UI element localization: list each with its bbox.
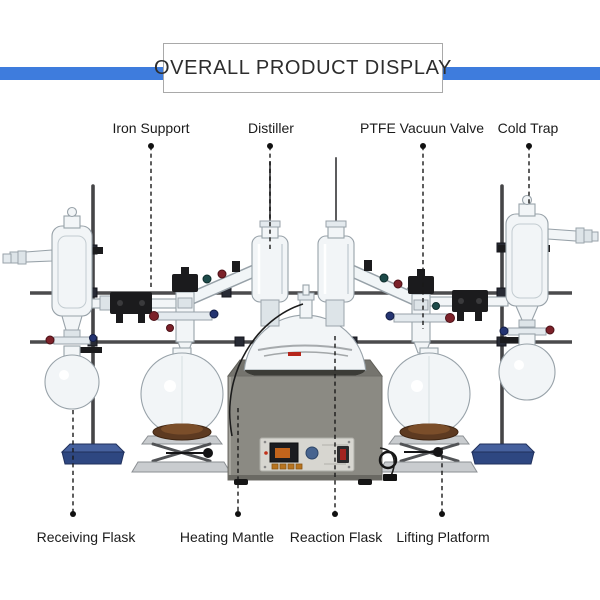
glass-tubing-left xyxy=(89,292,187,323)
heating-mantle xyxy=(227,314,398,485)
callout-dot-receiving-flask xyxy=(70,511,76,517)
panel-button xyxy=(287,463,295,470)
flask-volume-mark xyxy=(288,352,301,356)
callout-label-heating-mantle: Heating Mantle xyxy=(179,529,275,545)
callout-dot-distiller xyxy=(267,143,273,149)
lifting-platform-left xyxy=(131,435,231,473)
control-knob xyxy=(305,446,319,460)
panel-button xyxy=(295,463,303,470)
iron-support-right xyxy=(470,184,536,465)
dry-trap-left xyxy=(2,206,103,345)
cold-trap xyxy=(498,194,599,336)
callout-dot-ptfe-valve xyxy=(420,143,426,149)
distiller-right xyxy=(317,157,355,327)
panel-button xyxy=(279,463,287,470)
callout-label-lifting-platform: Lifting Platform xyxy=(396,529,490,545)
receiving-flask-on-jack-right xyxy=(387,347,471,441)
receiving-flask-hanging-right xyxy=(498,333,556,401)
condenser-arm-right xyxy=(345,260,421,306)
glass-tubing-right xyxy=(429,290,509,321)
sensor-cable xyxy=(228,303,304,437)
callout-dot-iron-support xyxy=(148,143,154,149)
callout-label-receiving-flask: Receiving Flask xyxy=(36,529,136,545)
callouts xyxy=(70,143,532,517)
panel-button xyxy=(271,463,279,470)
iron-support-left xyxy=(60,184,126,465)
reaction-flask-neck xyxy=(297,284,315,319)
callout-label-cold-trap: Cold Trap xyxy=(497,120,559,136)
callout-label-reaction-flask: Reaction Flask xyxy=(289,529,383,545)
callout-label-iron-support: Iron Support xyxy=(112,120,190,136)
title-box: OVERALL PRODUCT DISPLAY xyxy=(154,43,451,93)
callout-dot-heating-mantle xyxy=(235,511,241,517)
power-led xyxy=(264,451,268,455)
callout-dot-lifting-platform xyxy=(439,511,445,517)
callout-label-distiller: Distiller xyxy=(248,120,294,136)
mantle-control-panel xyxy=(259,437,355,472)
power-cord xyxy=(378,447,398,481)
page-title: OVERALL PRODUCT DISPLAY xyxy=(154,56,452,79)
callout-dot-cold-trap xyxy=(526,143,532,149)
receiving-flask-on-jack-left xyxy=(140,347,224,441)
condenser-arm-left xyxy=(185,261,261,305)
receiving-flask-hanging-left xyxy=(44,345,102,410)
callout-dot-reaction-flask xyxy=(332,511,338,517)
callout-label-ptfe-vacuum-valve: PTFE Vacuun Valve xyxy=(360,120,484,136)
